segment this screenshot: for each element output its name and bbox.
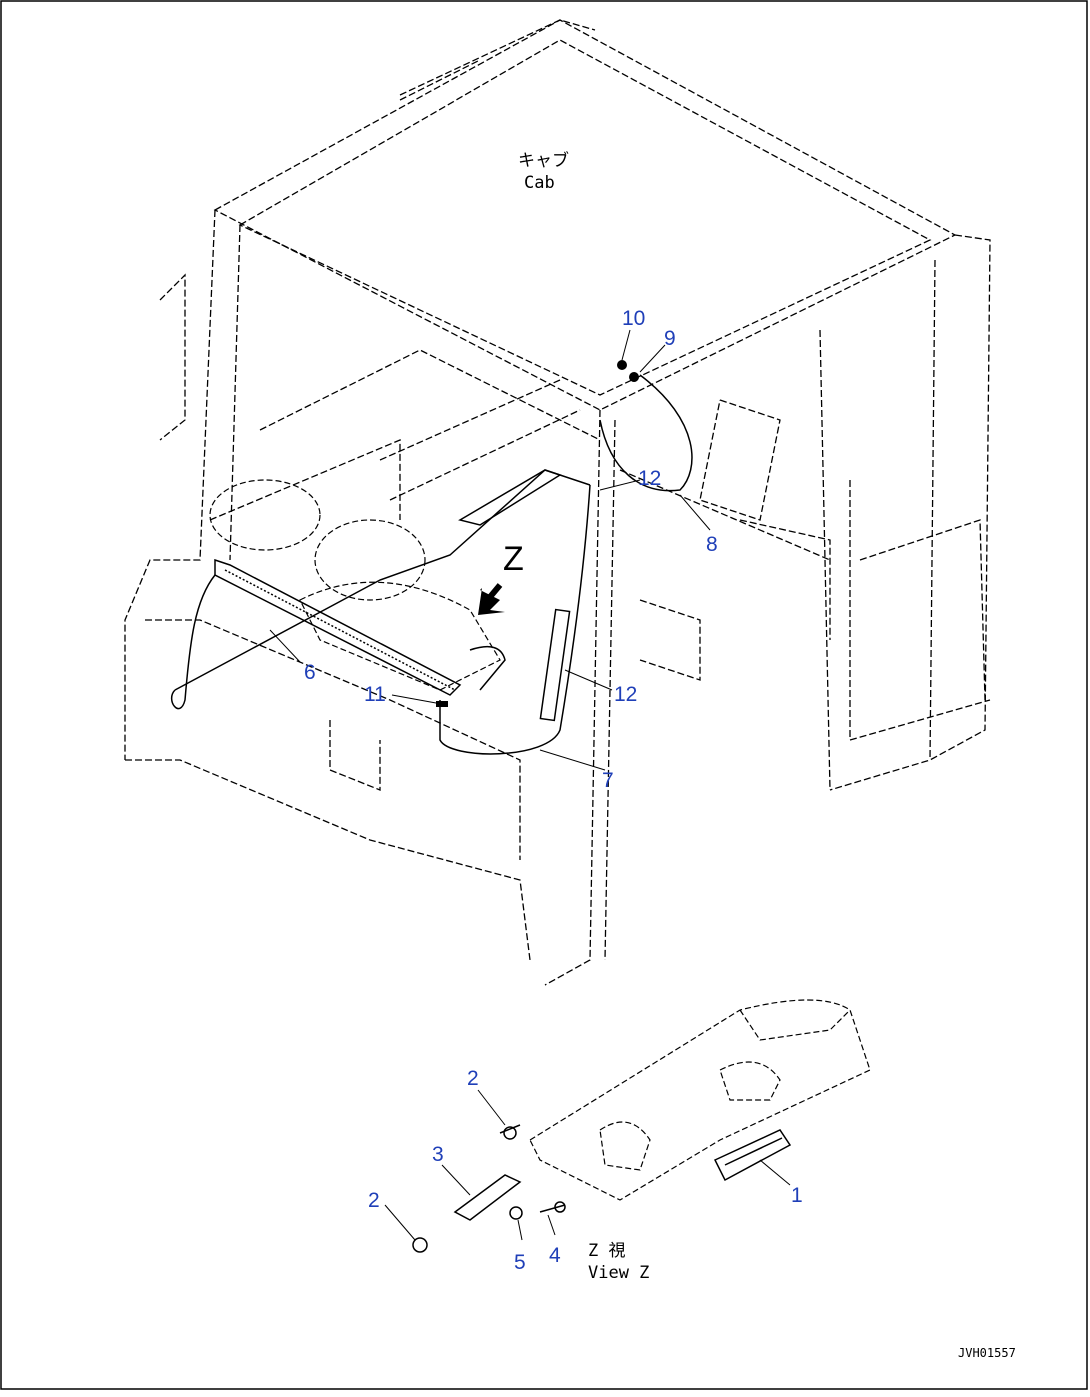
- connector-marks: [436, 360, 639, 707]
- callout-6: 6: [304, 661, 316, 684]
- leader-lines: [269, 329, 791, 1241]
- cab-structure: [124, 19, 991, 986]
- view-direction-arrow: [478, 583, 505, 615]
- document-id: JVH01557: [958, 1346, 1016, 1360]
- operator-seat: [209, 479, 501, 691]
- callout-8: 8: [706, 533, 718, 556]
- callout-12-bottom: 12: [614, 683, 638, 706]
- part-1-module: [713, 1129, 792, 1182]
- callout-3: 3: [432, 1143, 444, 1166]
- callout-4: 4: [549, 1244, 561, 1267]
- callout-10: 10: [622, 307, 646, 330]
- view-direction-letter: Z: [503, 540, 524, 578]
- callout-9: 9: [664, 327, 676, 350]
- detail-parts: [412, 1124, 792, 1253]
- dashboard-detail: [529, 999, 871, 1201]
- view-label-en: View Z: [588, 1263, 650, 1283]
- wiring-harness: [170, 374, 693, 755]
- callout-12-top: 12: [638, 467, 662, 490]
- view-label-jp: Z 視: [588, 1241, 626, 1261]
- callout-1: 1: [791, 1184, 803, 1207]
- callout-7: 7: [602, 769, 614, 792]
- callout-2-top: 2: [467, 1067, 479, 1090]
- part-3-bracket: [453, 1174, 522, 1221]
- cab-label-en: Cab: [524, 173, 555, 193]
- callout-11: 11: [364, 683, 386, 706]
- callout-2-bottom: 2: [368, 1189, 380, 1212]
- cab-label-jp: キャブ: [518, 151, 569, 171]
- callout-5: 5: [514, 1251, 526, 1274]
